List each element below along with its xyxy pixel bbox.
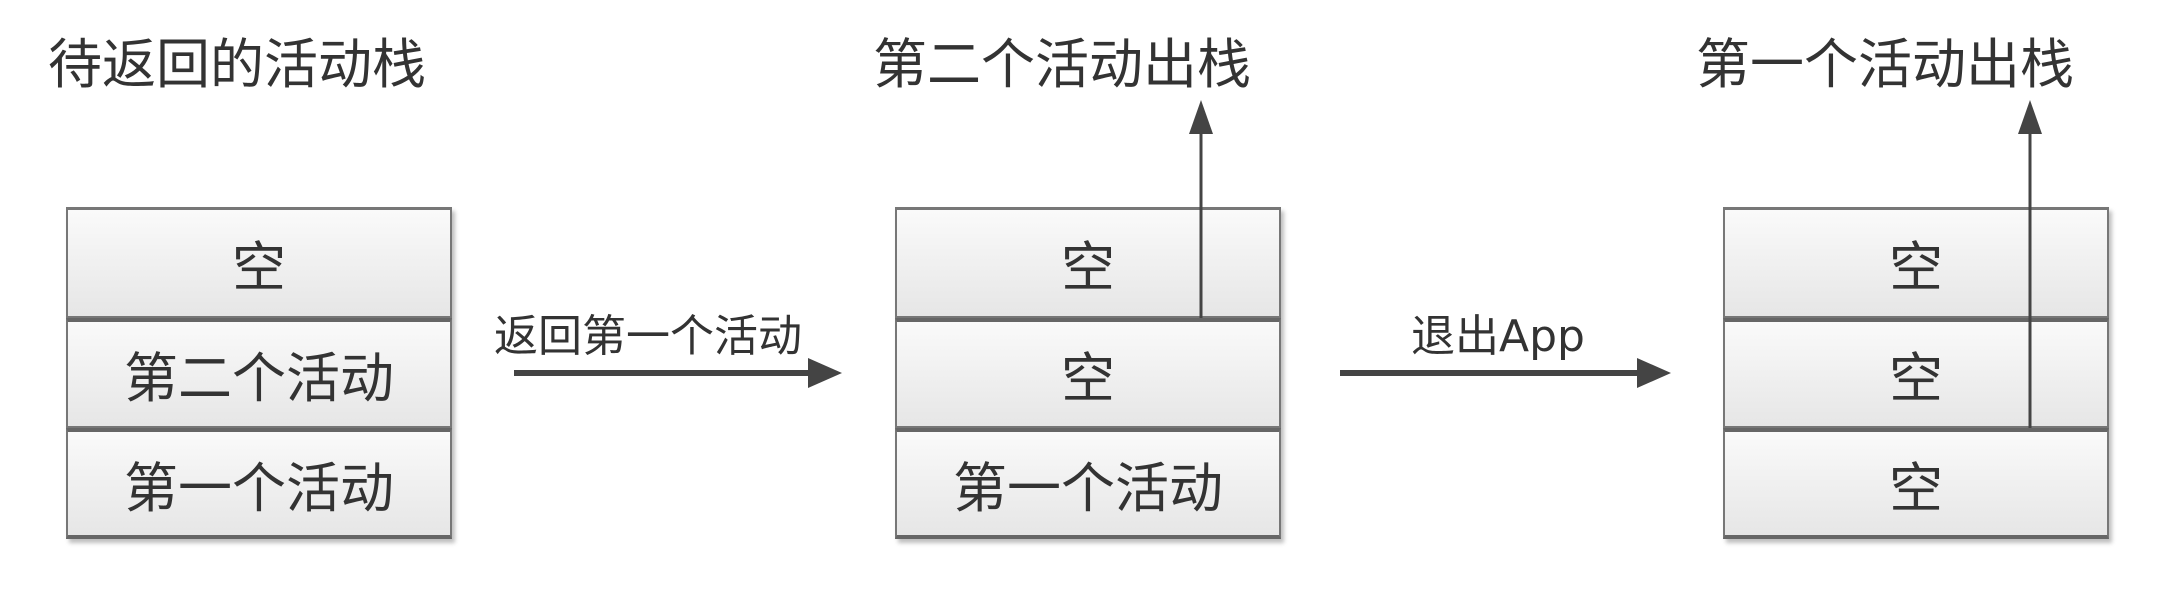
- stack-cell: 空: [1723, 428, 2109, 539]
- title-pending-stack: 待返回的活动栈: [48, 33, 426, 96]
- arrow-up-second-pop: [1189, 100, 1213, 318]
- stack-cell: 空: [1723, 207, 2109, 318]
- stack-cell: 第二个活动: [66, 317, 452, 429]
- stack-cell: 空: [895, 317, 1281, 429]
- title-second-pop: 第二个活动出栈: [873, 33, 1251, 96]
- stack-cell: 第一个活动: [66, 428, 452, 539]
- transition-label-exit: 退出App: [1411, 311, 1585, 362]
- arrow-up-first-pop: [2018, 100, 2042, 428]
- stack-cell: 第一个活动: [895, 428, 1281, 539]
- stack-cell: 空: [895, 207, 1281, 318]
- stack-initial: 空 第二个活动 第一个活动: [66, 207, 452, 539]
- arrow-right-back: [514, 358, 842, 388]
- stack-after-back: 空 空 第一个活动: [895, 207, 1281, 539]
- arrow-right-exit: [1340, 358, 1671, 388]
- transition-label-back: 返回第一个活动: [494, 311, 802, 362]
- stack-cell: 空: [66, 207, 452, 318]
- title-first-pop: 第一个活动出栈: [1696, 33, 2074, 96]
- stack-cell: 空: [1723, 317, 2109, 429]
- stack-after-exit: 空 空 空: [1723, 207, 2109, 539]
